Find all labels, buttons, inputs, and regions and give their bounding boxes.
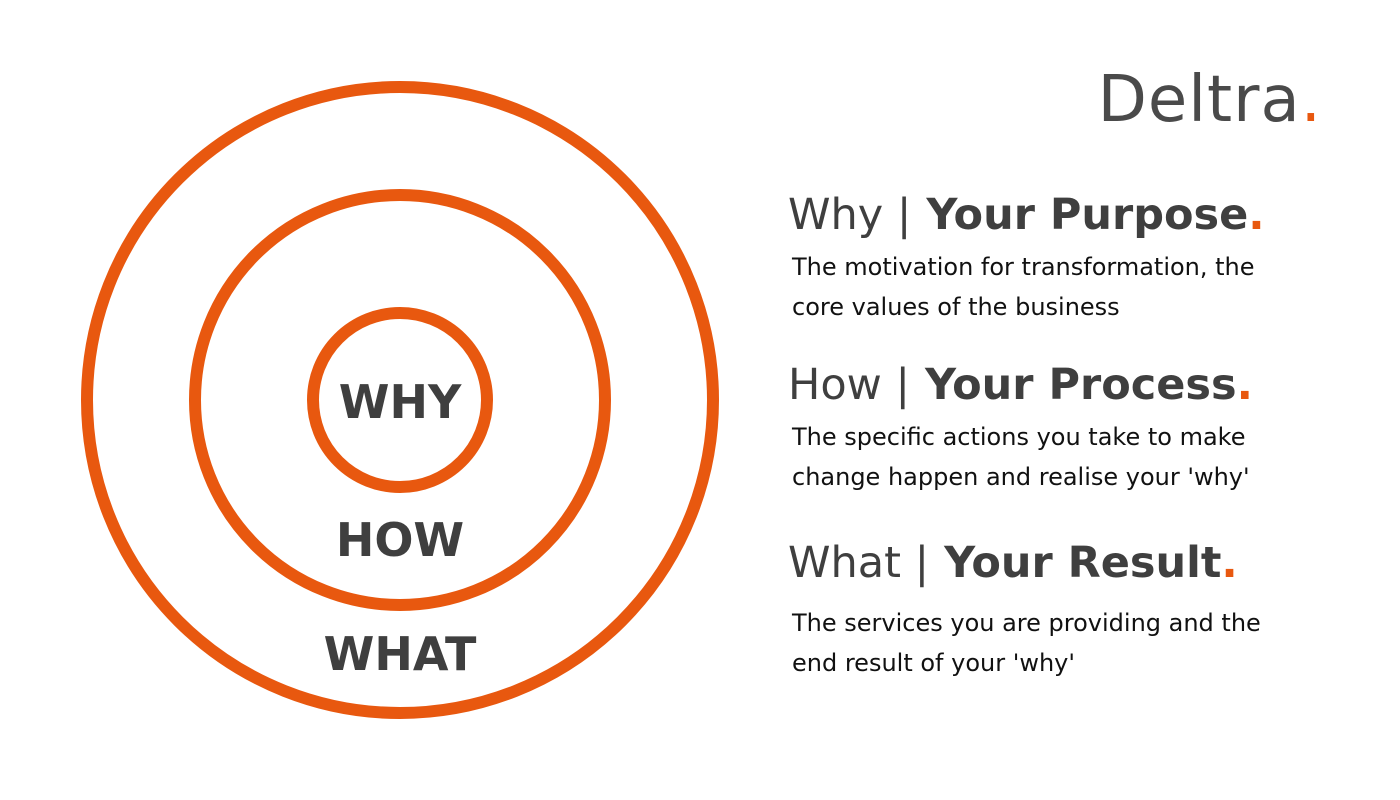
inner-circle	[307, 307, 493, 493]
why-heading: Why | Your Purpose.	[788, 190, 1348, 240]
how-title: Your Process	[924, 360, 1237, 410]
what-term: What |	[788, 538, 930, 588]
what-circle-label: WHAT	[324, 627, 477, 681]
why-description: The motivation for transformation, the c…	[792, 253, 1255, 322]
what-description: The services you are providing and the e…	[792, 609, 1261, 678]
why-title: Your Purpose	[926, 190, 1249, 240]
how-heading: How | Your Process.	[788, 360, 1348, 410]
what-section: What | Your Result. The services you are…	[788, 538, 1348, 683]
what-title-dot: .	[1221, 538, 1238, 588]
why-section: Why | Your Purpose. The motivation for t…	[788, 190, 1348, 327]
outer-circle	[81, 81, 719, 719]
brand-dot: .	[1300, 63, 1322, 137]
brand-logo: Deltra.	[1098, 68, 1322, 132]
how-description: The specific actions you take to make ch…	[792, 423, 1250, 492]
what-title: Your Result	[944, 538, 1222, 588]
golden-circle-diagram: WHY HOW WHAT	[81, 81, 719, 719]
brand-name: Deltra	[1097, 63, 1301, 137]
how-section: How | Your Process. The specific actions…	[788, 360, 1348, 497]
how-title-dot: .	[1236, 360, 1253, 410]
how-term: How |	[788, 360, 910, 410]
what-heading: What | Your Result.	[788, 538, 1348, 588]
why-term: Why |	[788, 190, 912, 240]
how-circle-label: HOW	[336, 513, 464, 567]
middle-circle	[189, 189, 611, 611]
why-circle-label: WHY	[339, 375, 462, 429]
why-title-dot: .	[1248, 190, 1265, 240]
